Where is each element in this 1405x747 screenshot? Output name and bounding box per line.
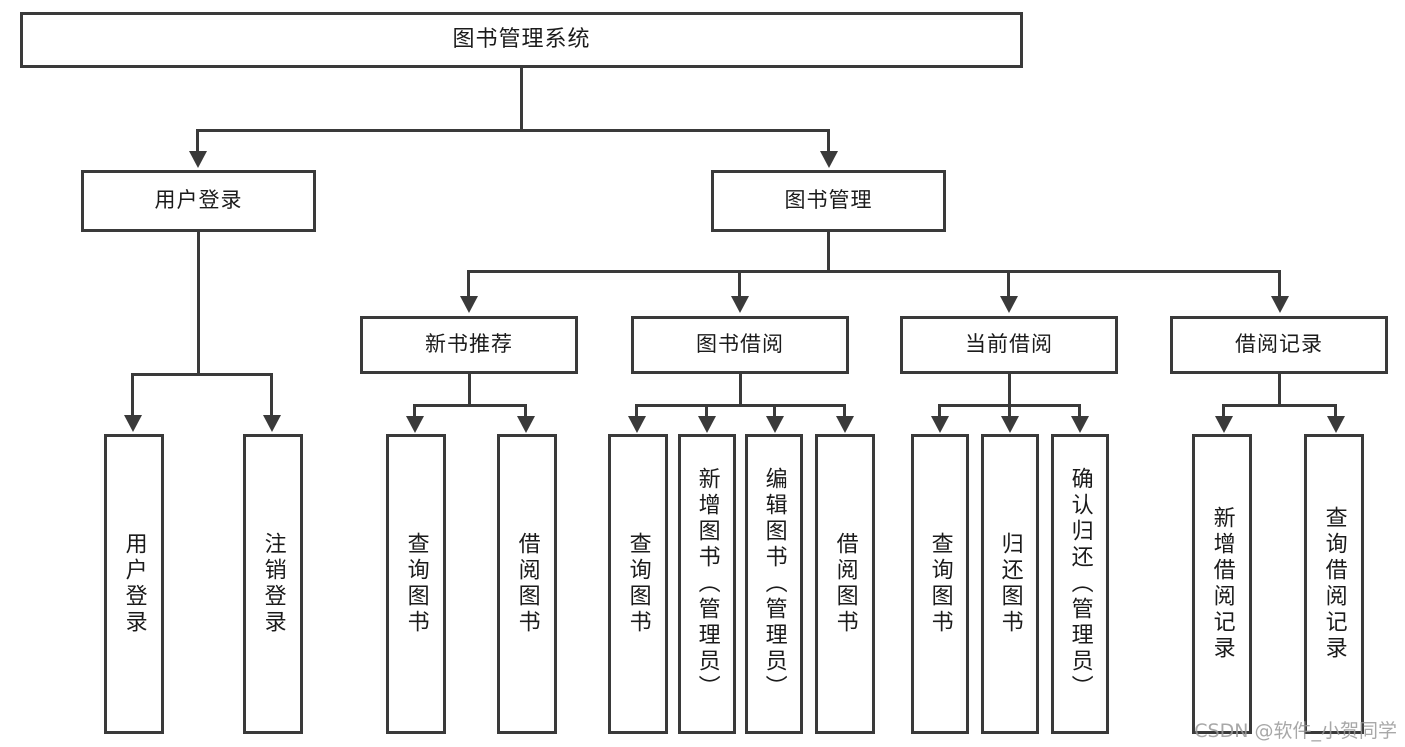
node-leaf-query-record[interactable]: 查询借阅记录 bbox=[1304, 434, 1364, 734]
arrowhead-to-leaf-borrow-book-1 bbox=[517, 416, 535, 433]
arrowhead-to-leaf-user-login bbox=[124, 415, 142, 432]
arrowhead-to-leaf-confirm-return bbox=[1071, 416, 1089, 433]
node-leaf-add-record[interactable]: 新增借阅记录 bbox=[1192, 434, 1252, 734]
node-user-login[interactable]: 用户登录 bbox=[81, 170, 316, 232]
connector-book-borrow-drop-1 bbox=[635, 404, 638, 418]
node-borrow-record-label: 借阅记录 bbox=[1235, 332, 1323, 357]
connector-current-borrow-stem bbox=[1008, 374, 1011, 406]
node-leaf-query-book-2[interactable]: 查询图书 bbox=[608, 434, 668, 734]
connector-borrow-record-stem bbox=[1278, 374, 1281, 406]
node-current-borrow-label: 当前借阅 bbox=[965, 332, 1053, 357]
node-leaf-borrow-book-1-label: 借阅图书 bbox=[514, 532, 540, 636]
connector-borrow-record-bus bbox=[1222, 404, 1337, 407]
arrowhead-to-borrow-record bbox=[1271, 296, 1289, 313]
node-leaf-add-book-label: 新增图书（管理员） bbox=[694, 467, 720, 701]
connector-root-bus bbox=[196, 129, 830, 132]
node-leaf-query-book-3[interactable]: 查询图书 bbox=[911, 434, 969, 734]
connector-root-stem bbox=[520, 68, 523, 131]
connector-new-book-rec-stem bbox=[468, 374, 471, 406]
node-leaf-add-record-label: 新增借阅记录 bbox=[1209, 506, 1235, 662]
arrowhead-to-leaf-query-book-3 bbox=[931, 416, 949, 433]
arrowhead-root-to-book-manage bbox=[820, 151, 838, 168]
node-leaf-logout-label: 注销登录 bbox=[260, 532, 286, 636]
connector-root-drop-1 bbox=[196, 129, 199, 151]
node-leaf-borrow-book-2-label: 借阅图书 bbox=[832, 532, 858, 636]
connector-book-borrow-drop-4 bbox=[843, 404, 846, 418]
connector-book-manage-drop-4 bbox=[1278, 270, 1281, 296]
node-leaf-query-book-1-label: 查询图书 bbox=[403, 532, 429, 636]
node-leaf-edit-book-label: 编辑图书（管理员） bbox=[761, 467, 787, 701]
arrowhead-to-current-borrow bbox=[1000, 296, 1018, 313]
node-new-book-rec-label: 新书推荐 bbox=[425, 332, 513, 357]
arrowhead-to-leaf-logout bbox=[263, 415, 281, 432]
arrowhead-to-leaf-edit-book bbox=[766, 416, 784, 433]
connector-user-login-drop-2 bbox=[270, 373, 273, 417]
node-root-label: 图书管理系统 bbox=[452, 26, 591, 52]
node-leaf-return-book[interactable]: 归还图书 bbox=[981, 434, 1039, 734]
node-leaf-query-book-1[interactable]: 查询图书 bbox=[386, 434, 446, 734]
node-current-borrow[interactable]: 当前借阅 bbox=[900, 316, 1118, 374]
connector-book-manage-drop-1 bbox=[467, 270, 470, 296]
connector-book-borrow-drop-2 bbox=[705, 404, 708, 418]
node-user-login-label: 用户登录 bbox=[154, 188, 243, 213]
connector-root-drop-2 bbox=[827, 129, 830, 151]
node-root[interactable]: 图书管理系统 bbox=[20, 12, 1023, 68]
connector-book-borrow-bus bbox=[635, 404, 846, 407]
connector-book-manage-drop-3 bbox=[1007, 270, 1010, 296]
arrowhead-to-book-borrow bbox=[731, 296, 749, 313]
connector-book-borrow-stem bbox=[739, 374, 742, 406]
node-leaf-borrow-book-1[interactable]: 借阅图书 bbox=[497, 434, 557, 734]
node-leaf-add-book[interactable]: 新增图书（管理员） bbox=[678, 434, 736, 734]
connector-new-book-rec-bus bbox=[413, 404, 527, 407]
node-leaf-logout[interactable]: 注销登录 bbox=[243, 434, 303, 734]
connector-user-login-bus bbox=[131, 373, 273, 376]
node-borrow-record[interactable]: 借阅记录 bbox=[1170, 316, 1388, 374]
arrowhead-to-leaf-query-book-1 bbox=[406, 416, 424, 433]
node-leaf-confirm-return-label: 确认归还（管理员） bbox=[1067, 467, 1093, 701]
arrowhead-root-to-user-login bbox=[189, 151, 207, 168]
connector-book-manage-stem bbox=[827, 232, 830, 272]
arrowhead-to-leaf-borrow-book-2 bbox=[836, 416, 854, 433]
node-book-manage-label: 图书管理 bbox=[784, 188, 873, 213]
node-leaf-query-book-3-label: 查询图书 bbox=[927, 532, 953, 636]
node-leaf-user-login-label: 用户登录 bbox=[121, 532, 147, 636]
node-leaf-query-record-label: 查询借阅记录 bbox=[1321, 506, 1347, 662]
connector-user-login-stem bbox=[197, 232, 200, 375]
connector-new-book-rec-drop-2 bbox=[524, 404, 527, 418]
connector-current-borrow-drop-2 bbox=[1008, 404, 1011, 418]
arrowhead-to-new-book-rec bbox=[460, 296, 478, 313]
connector-current-borrow-drop-3 bbox=[1078, 404, 1081, 418]
node-leaf-confirm-return[interactable]: 确认归还（管理员） bbox=[1051, 434, 1109, 734]
arrowhead-to-leaf-query-book-2 bbox=[628, 416, 646, 433]
arrowhead-to-leaf-return-book bbox=[1001, 416, 1019, 433]
connector-new-book-rec-drop-1 bbox=[413, 404, 416, 418]
connector-current-borrow-drop-1 bbox=[938, 404, 941, 418]
node-leaf-borrow-book-2[interactable]: 借阅图书 bbox=[815, 434, 875, 734]
arrowhead-to-leaf-add-book bbox=[698, 416, 716, 433]
connector-book-manage-drop-2 bbox=[738, 270, 741, 296]
node-book-manage[interactable]: 图书管理 bbox=[711, 170, 946, 232]
node-book-borrow-label: 图书借阅 bbox=[696, 332, 784, 357]
connector-book-borrow-drop-3 bbox=[773, 404, 776, 418]
arrowhead-to-leaf-add-record bbox=[1215, 416, 1233, 433]
arrowhead-to-leaf-query-record bbox=[1327, 416, 1345, 433]
node-leaf-query-book-2-label: 查询图书 bbox=[625, 532, 651, 636]
connector-borrow-record-drop-2 bbox=[1334, 404, 1337, 418]
node-leaf-user-login[interactable]: 用户登录 bbox=[104, 434, 164, 734]
connector-borrow-record-drop-1 bbox=[1222, 404, 1225, 418]
node-new-book-rec[interactable]: 新书推荐 bbox=[360, 316, 578, 374]
connector-book-manage-bus bbox=[467, 270, 1281, 273]
node-book-borrow[interactable]: 图书借阅 bbox=[631, 316, 849, 374]
connector-user-login-drop-1 bbox=[131, 373, 134, 417]
node-leaf-return-book-label: 归还图书 bbox=[997, 532, 1023, 636]
node-leaf-edit-book[interactable]: 编辑图书（管理员） bbox=[745, 434, 803, 734]
